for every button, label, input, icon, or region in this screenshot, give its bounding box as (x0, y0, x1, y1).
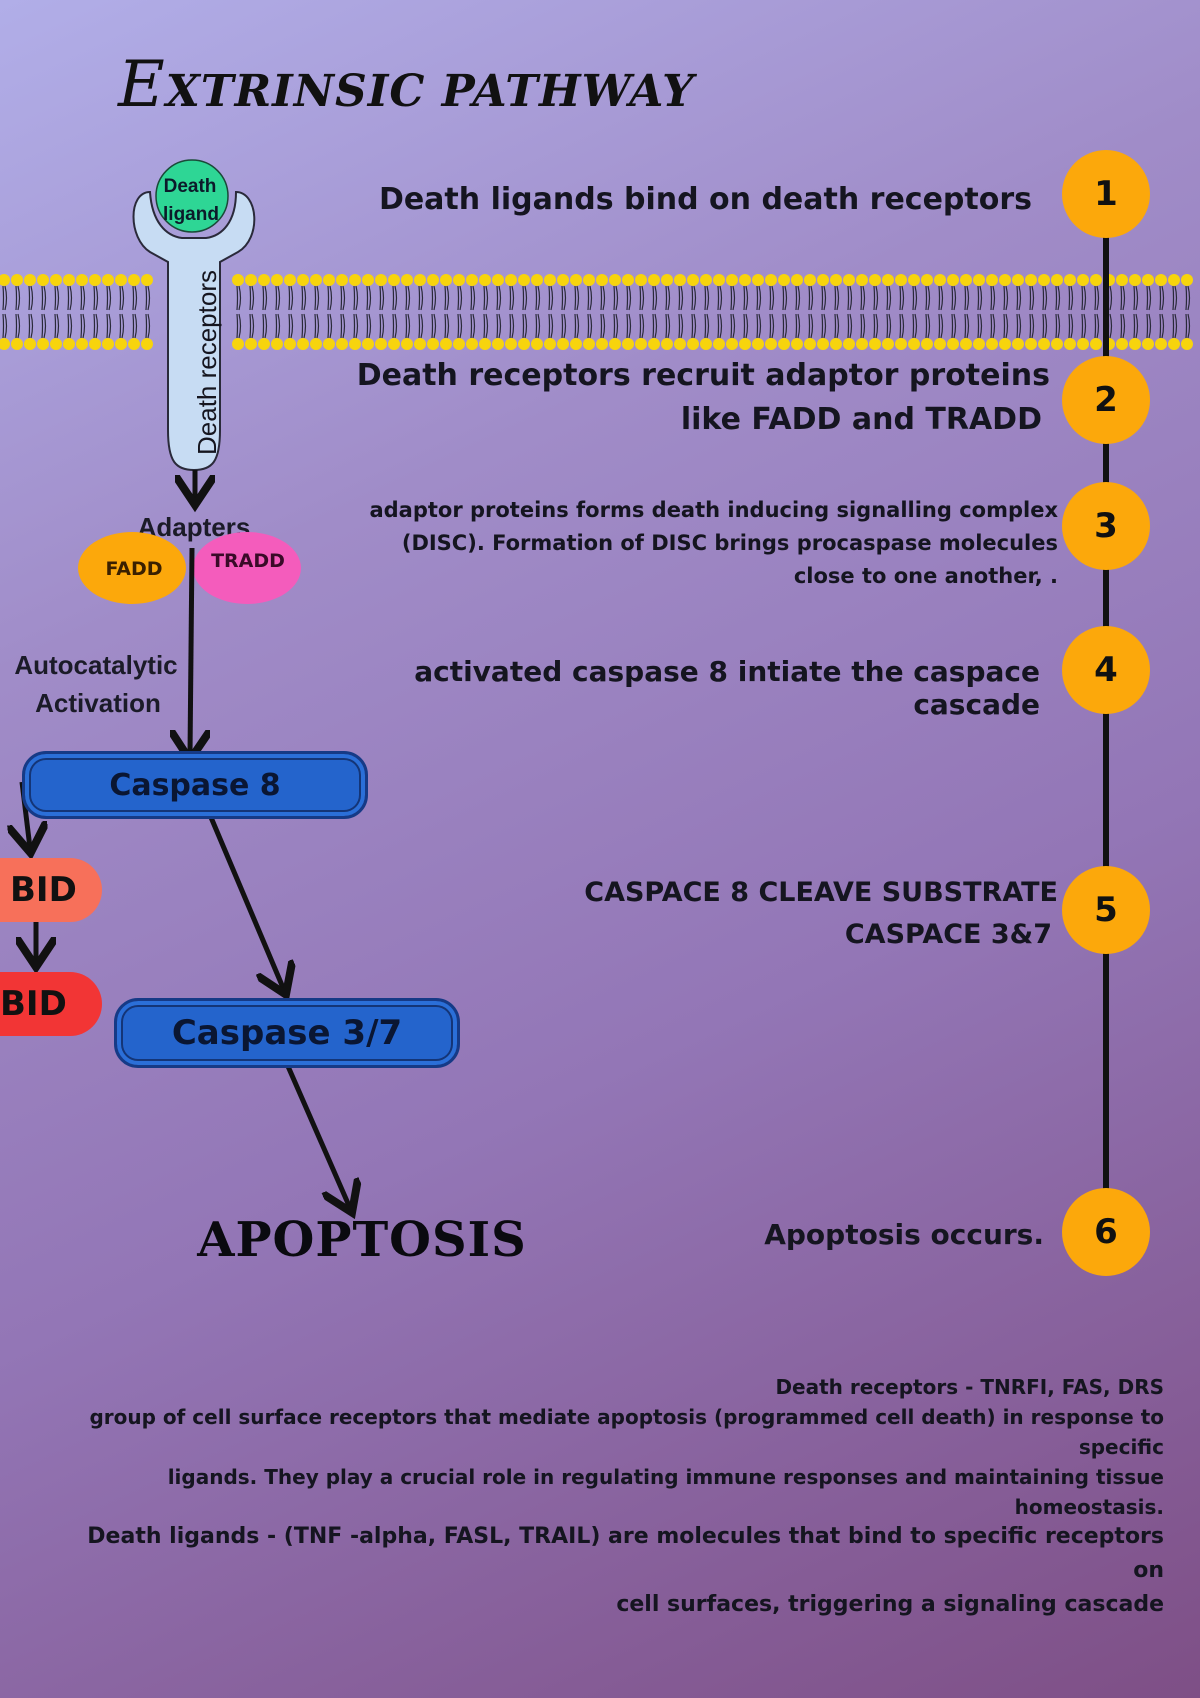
caspase-3-7-box: Caspase 3/7 (114, 998, 460, 1068)
step-6-text: Apoptosis occurs. (544, 1218, 1044, 1251)
step-4-number: 4 (1094, 650, 1118, 690)
step-1-number: 1 (1094, 174, 1118, 214)
step-2-text: Death receptors recruit adaptor proteins… (350, 354, 1050, 442)
step-3-line-2: (DISC). Formation of DISC brings procasp… (401, 531, 1058, 555)
lipid-bilayer (0, 274, 1193, 350)
step-6-circle: 6 (1062, 1188, 1150, 1276)
arrow-caspase37-to-apoptosis (284, 1062, 350, 1208)
step-2-line-1: Death receptors recruit adaptor proteins (356, 358, 1050, 393)
step-3-number: 3 (1094, 506, 1118, 546)
step-3-line-3: close to one another, . (793, 564, 1058, 588)
apoptosis-label: APOPTOSIS (196, 1212, 527, 1268)
step-2-line-2: like FADD and TRADD (680, 402, 1042, 437)
receptors-note-line-1: group of cell surface receptors that med… (89, 1405, 1164, 1459)
step-6-line: Apoptosis occurs. (764, 1218, 1044, 1251)
receptors-note: Death receptors - TNRFI, FAS, DRS group … (24, 1372, 1164, 1522)
step-5-circle: 5 (1062, 866, 1150, 954)
caspase-8-label: Caspase 8 (109, 767, 281, 803)
bid-box-bottom: BID (0, 972, 102, 1036)
fadd-adapter (78, 532, 186, 604)
step-6-number: 6 (1094, 1212, 1118, 1252)
title-rest: XTRINSIC PATHWAY (165, 66, 695, 117)
cell-membrane (0, 274, 1193, 350)
step-1-line: Death ligands bind on death receptors (378, 182, 1032, 217)
caspase-8-box: Caspase 8 (22, 751, 368, 819)
autocatalytic-label-2: Activation (35, 688, 161, 718)
step-3-circle: 3 (1062, 482, 1150, 570)
ligands-note: Death ligands - (TNF -alpha, FASL, TRAIL… (64, 1520, 1164, 1622)
step-5-line-2: CASPACE 3&7 (844, 919, 1052, 950)
step-3-text: adaptor proteins forms death inducing si… (338, 494, 1058, 593)
caspase-3-7-label: Caspase 3/7 (171, 1013, 403, 1053)
autocatalytic-label-1: Autocatalytic (14, 650, 177, 680)
page-title: EXTRINSIC PATHWAY (118, 48, 695, 122)
bid-box-top: BID (0, 858, 102, 922)
ligands-note-line-1: Death ligands - (TNF -alpha, FASL, TRAIL… (87, 1524, 1164, 1583)
title-initial: E (118, 48, 166, 122)
step-4-line: activated caspase 8 intiate the caspace … (414, 655, 1040, 721)
step-1-text: Death ligands bind on death receptors (332, 182, 1032, 217)
ligands-note-line-2: cell surfaces, triggering a signaling ca… (616, 1592, 1164, 1617)
death-receptor-shape (132, 190, 256, 472)
arrow-caspase8-to-caspase37 (207, 814, 284, 990)
tradd-label: TRADD (211, 550, 285, 572)
step-5-text: CASPACE 8 CLEAVE SUBSTRATE CASPACE 3&7 (458, 872, 1058, 956)
death-receptor-label: Death receptors (192, 270, 222, 455)
bid-label-bottom: BID (0, 984, 67, 1024)
step-2-number: 2 (1094, 380, 1118, 420)
step-5-number: 5 (1094, 890, 1118, 930)
arrow-adapters-to-caspase8 (190, 547, 192, 755)
receptors-note-heading: Death receptors - TNRFI, FAS, DRS (775, 1375, 1164, 1399)
bid-label-top: BID (10, 870, 77, 910)
death-ligand-label-2: ligand (163, 204, 219, 225)
step-1-circle: 1 (1062, 150, 1150, 238)
step-4-text: activated caspase 8 intiate the caspace … (280, 655, 1040, 721)
tradd-adapter (193, 532, 301, 604)
step-4-circle: 4 (1062, 626, 1150, 714)
receptors-note-line-2: ligands. They play a crucial role in reg… (167, 1465, 1164, 1519)
step-2-circle: 2 (1062, 356, 1150, 444)
death-ligand-shape (155, 159, 229, 233)
death-ligand-label-1: Death (164, 176, 217, 197)
step-5-line-1: CASPACE 8 CLEAVE SUBSTRATE (584, 877, 1058, 908)
fadd-label: FADD (105, 558, 162, 580)
step-3-line-1: adaptor proteins forms death inducing si… (369, 498, 1058, 522)
